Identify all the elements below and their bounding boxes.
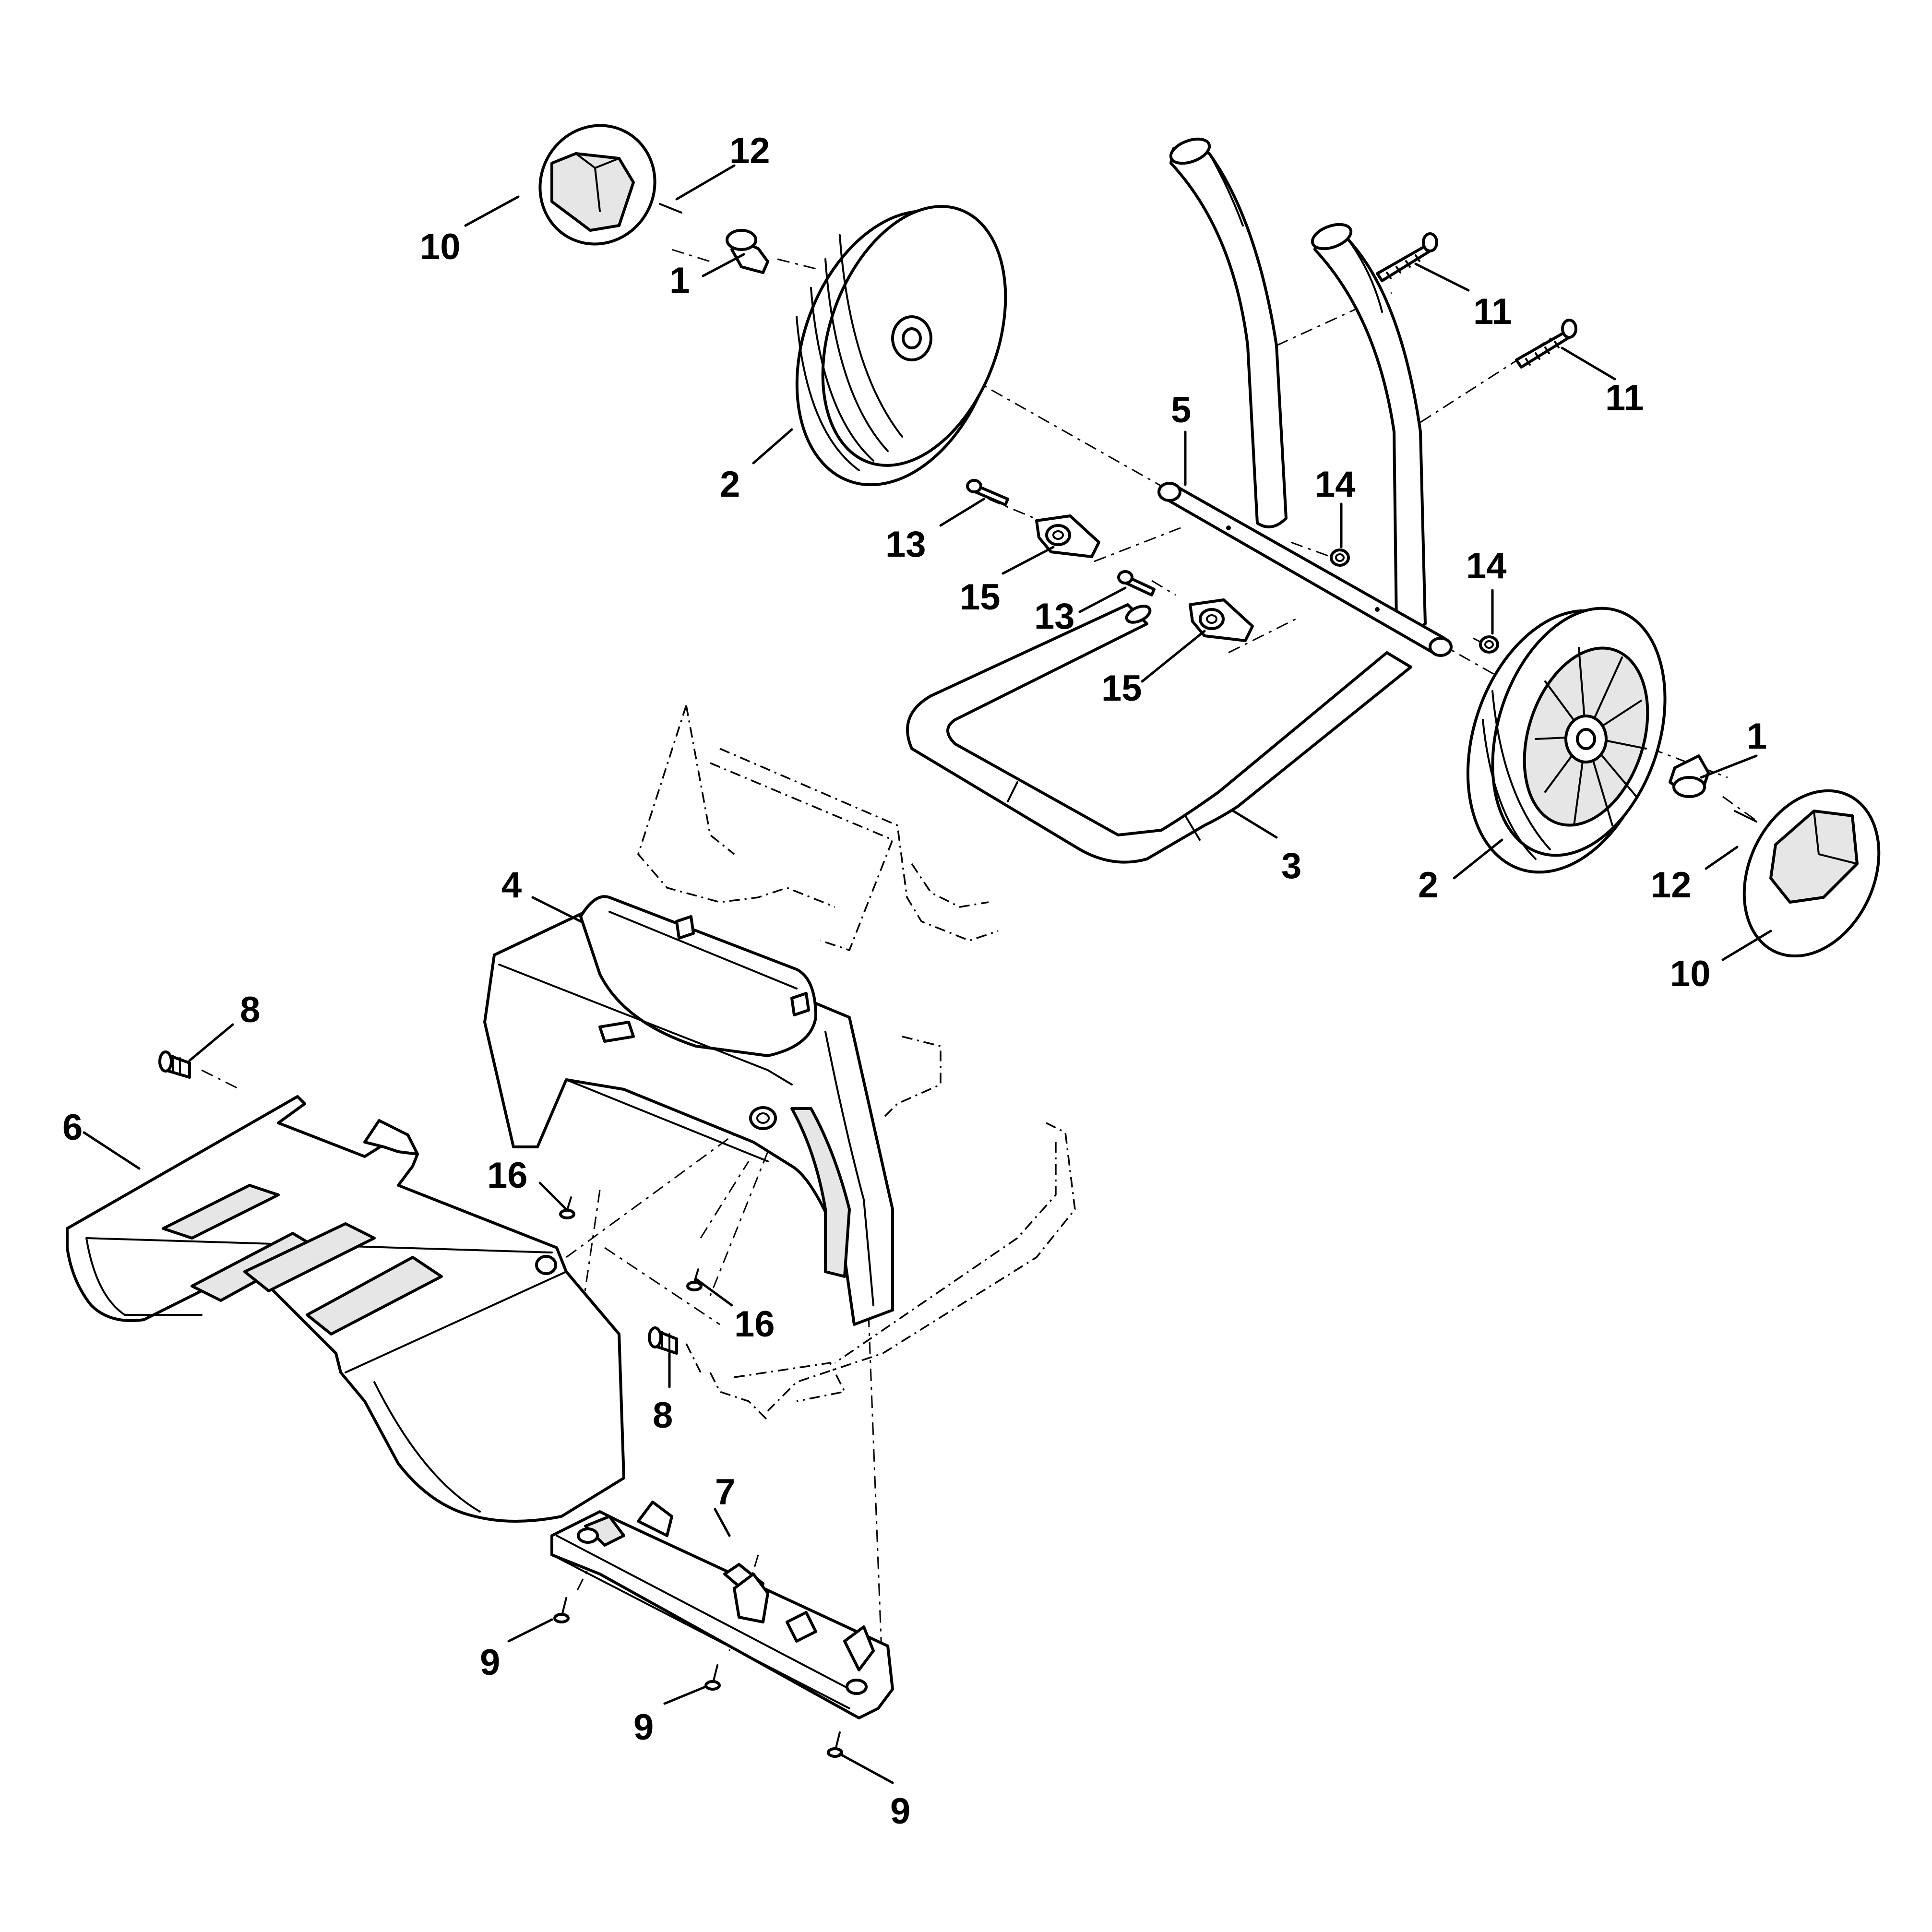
wheel-top bbox=[795, 205, 1007, 487]
callout-15: 15 bbox=[960, 577, 1001, 618]
pin-left bbox=[659, 203, 682, 214]
callout-7: 7 bbox=[715, 1472, 735, 1513]
pin-right bbox=[1734, 810, 1757, 823]
bushing-left bbox=[726, 229, 769, 274]
screw-lower bbox=[1515, 319, 1577, 369]
base-rail bbox=[550, 1501, 894, 1719]
shoulder-bolt-left bbox=[158, 1050, 191, 1079]
callout-14: 14 bbox=[1466, 546, 1507, 586]
callout-2: 2 bbox=[1418, 865, 1438, 906]
callout-13: 13 bbox=[1034, 596, 1075, 637]
shoulder-bolt-right bbox=[648, 1326, 678, 1355]
screw-base-2 bbox=[704, 1664, 721, 1691]
screw-upper bbox=[1376, 232, 1438, 282]
screw-small-upper bbox=[559, 1196, 575, 1219]
hub-cap-left bbox=[538, 124, 656, 246]
bolt-lower bbox=[1117, 570, 1156, 596]
callout-5: 5 bbox=[1171, 390, 1191, 430]
clamp-lower bbox=[1189, 598, 1254, 642]
callout-9: 9 bbox=[633, 1707, 654, 1748]
callout-10: 10 bbox=[420, 227, 461, 267]
callout-12: 12 bbox=[1651, 865, 1692, 906]
screw-base-1 bbox=[553, 1597, 570, 1623]
nut-upper bbox=[1330, 549, 1350, 567]
callout-10: 10 bbox=[1670, 954, 1711, 994]
callout-15: 15 bbox=[1101, 668, 1142, 709]
callout-6: 6 bbox=[62, 1107, 83, 1148]
callout-16: 16 bbox=[734, 1304, 775, 1345]
deflector-plate bbox=[66, 1095, 625, 1523]
bushing-right bbox=[1669, 754, 1710, 798]
screw-small-lower bbox=[686, 1268, 703, 1291]
leader-lines bbox=[83, 164, 1772, 1784]
callout-9: 9 bbox=[890, 1791, 910, 1832]
bolt-upper bbox=[966, 479, 1009, 506]
hub-cap-right bbox=[1742, 789, 1881, 958]
callout-12: 12 bbox=[729, 131, 770, 171]
callout-4: 4 bbox=[501, 865, 522, 906]
callout-3: 3 bbox=[1281, 846, 1301, 886]
callout-1: 1 bbox=[1747, 716, 1767, 757]
callout-14: 14 bbox=[1315, 464, 1356, 505]
axle bbox=[1157, 482, 1453, 657]
wheel-right bbox=[1466, 607, 1667, 874]
callout-labels: 10 12 1 2 11 11 5 14 13 15 13 14 15 1 3 … bbox=[62, 131, 1767, 1832]
callout-16: 16 bbox=[487, 1155, 528, 1196]
callout-2: 2 bbox=[720, 464, 740, 505]
callout-13: 13 bbox=[885, 524, 926, 565]
callout-9: 9 bbox=[480, 1642, 500, 1683]
callout-8: 8 bbox=[653, 1395, 673, 1436]
callout-11: 11 bbox=[1605, 378, 1644, 418]
handle-frame bbox=[1169, 137, 1427, 630]
nut-lower bbox=[1479, 635, 1499, 654]
callout-1: 1 bbox=[669, 260, 690, 301]
screw-base-3 bbox=[827, 1731, 843, 1758]
u-frame bbox=[906, 603, 1412, 864]
machine-ghost-outline bbox=[637, 705, 1076, 1421]
chute-housing bbox=[483, 895, 894, 1326]
callout-8: 8 bbox=[240, 990, 260, 1030]
callout-11: 11 bbox=[1473, 291, 1512, 332]
